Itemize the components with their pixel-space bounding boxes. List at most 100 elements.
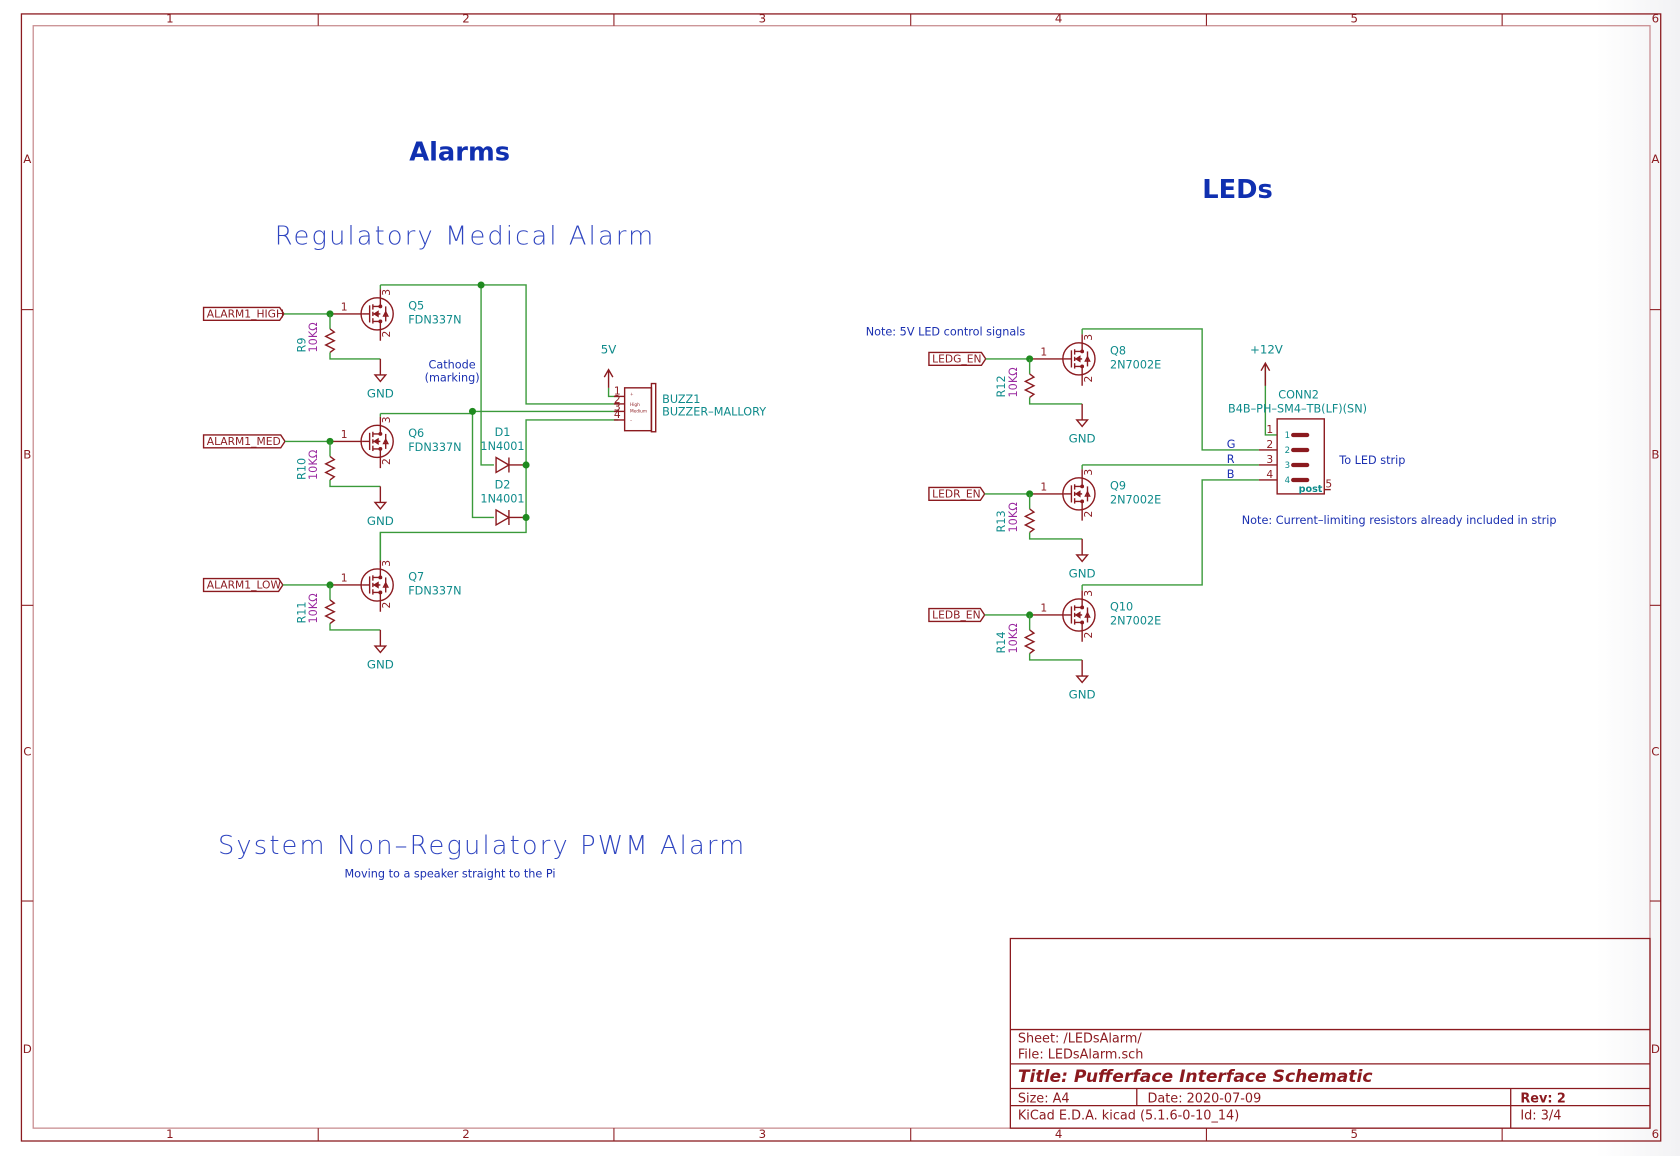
transistor-ref: Q5	[408, 300, 424, 313]
resistor-zigzag	[324, 599, 336, 625]
mosfet-symbol[interactable]	[1062, 590, 1096, 642]
global-label-shape	[928, 351, 987, 367]
buzz-pin-1: 1	[614, 384, 621, 397]
inner-border	[32, 25, 1651, 1129]
conn-inner-pin: 2	[1285, 446, 1290, 456]
global-label[interactable]: ALARM1_LOW	[207, 579, 282, 592]
global-label[interactable]: ALARM1_MED	[207, 435, 281, 448]
d1-ref: D1	[495, 426, 511, 439]
heading-regulatory-alarm: Regulatory Medical Alarm	[275, 221, 656, 251]
buzz-inner-minus: –	[630, 419, 632, 424]
conn-inner-pin: 3	[1285, 461, 1290, 471]
zone-col-top: 4	[1055, 11, 1063, 25]
buzz-pin-2: 2	[614, 393, 621, 406]
buzzer-face	[650, 382, 657, 433]
buzz-pin-4: 4	[614, 408, 621, 421]
wire-12v	[1264, 364, 1278, 436]
title-block-tool: KiCad E.D.A. kicad (5.1.6-0-10_14)	[1018, 1109, 1239, 1124]
zone-row-left: D	[23, 1042, 32, 1056]
mosfet-symbol[interactable]	[360, 289, 394, 341]
title-block-rev: Rev: 2	[1520, 1091, 1566, 1106]
wire-g	[1082, 328, 1259, 451]
pin-number: 3	[1082, 334, 1095, 341]
conn-pin-number: 1	[1266, 423, 1273, 436]
power-arrow-icon	[603, 368, 614, 388]
title-block-sheet: Sheet: /LEDsAlarm/	[1018, 1031, 1143, 1046]
ground-icon	[1075, 554, 1089, 563]
note-current-limiting: Note: Current–limiting resistors already…	[1242, 514, 1557, 527]
alarm-section: D1 1N4001 D2 1N4001 Cathode (marking) 5V…	[202, 281, 766, 672]
conn-value: B4B–PH–SM4–TB(LF)(SN)	[1228, 402, 1367, 415]
pin-number: 3	[380, 289, 393, 296]
global-label[interactable]: LEDR_EN	[932, 488, 981, 501]
title-block: Sheet: /LEDsAlarm/ File: LEDsAlarm.sch T…	[1009, 937, 1651, 1129]
conn-pin-number: 3	[1266, 453, 1273, 466]
pin-number: 3	[1082, 590, 1095, 597]
resistor-ref: R11	[295, 601, 308, 623]
conn-inner-pin: 1	[1285, 431, 1290, 441]
mosfet-symbol[interactable]	[360, 560, 394, 612]
diode-d1[interactable]: D1 1N4001	[480, 426, 525, 474]
ground-icon	[373, 374, 388, 383]
mosfet-symbol[interactable]	[360, 416, 394, 469]
net-g: G	[1227, 438, 1236, 451]
buzzer-buzz1[interactable]: 1 2 3 4 + High Medium – BUZZ1 BUZZER–MAL…	[613, 382, 766, 433]
conn-ref: CONN2	[1278, 389, 1319, 402]
buzz-inner-plus: +	[630, 391, 634, 397]
power-5v[interactable]: 5V	[601, 343, 617, 388]
diode-symbol	[495, 508, 511, 527]
resistor-zigzag	[1023, 508, 1036, 534]
wire-d2-cathode	[471, 411, 494, 519]
transistor-ref: Q6	[408, 427, 424, 440]
buzz-value: BUZZER–MALLORY	[662, 406, 766, 419]
conn-inner-pin: 4	[1285, 476, 1290, 486]
global-label[interactable]: LEDG_EN	[932, 353, 981, 366]
zone-col-top: 6	[1652, 11, 1660, 25]
pin-number: 1	[341, 428, 348, 441]
note-led-signals: Note: 5V LED control signals	[866, 325, 1026, 338]
pin-number: 1	[1040, 602, 1047, 615]
title-block-file: File: LEDsAlarm.sch	[1018, 1048, 1144, 1063]
power-12v[interactable]: +12V	[1250, 343, 1283, 386]
pin-number: 1	[1040, 346, 1047, 359]
mosfet-symbol[interactable]	[1062, 334, 1096, 386]
pin-number: 3	[1082, 469, 1095, 476]
zone-row-left: B	[23, 448, 31, 462]
outer-border	[20, 13, 1662, 1142]
global-label-shape	[928, 486, 986, 502]
global-label-shape	[202, 306, 285, 322]
zone-col-bottom: 3	[759, 1127, 767, 1141]
resistor-value: 10KΩ	[1007, 367, 1020, 398]
wire-d1-cathode	[480, 284, 494, 466]
pin-number: 3	[380, 560, 393, 567]
diode-symbol	[495, 456, 511, 474]
mosfet-symbol[interactable]	[1062, 469, 1096, 521]
ground-label: GND	[1069, 688, 1096, 702]
zone-col-top: 5	[1351, 11, 1359, 25]
zone-col-bottom: 1	[166, 1127, 174, 1141]
zone-col-bottom: 4	[1055, 1127, 1063, 1141]
global-label-shape	[202, 577, 284, 593]
junction	[477, 281, 485, 289]
global-label[interactable]: LEDB_EN	[932, 609, 980, 622]
diode-d2[interactable]: D2 1N4001	[480, 479, 525, 527]
power-12v-label: +12V	[1250, 343, 1283, 357]
buzz-ref: BUZZ1	[662, 393, 700, 406]
note-led-strip: To LED strip	[1338, 454, 1405, 467]
zone-row-right: A	[1651, 152, 1659, 166]
transistor-value: 2N7002E	[1110, 615, 1161, 628]
pin-number: 2	[380, 331, 393, 338]
resistor-ref: R10	[295, 458, 308, 480]
power-arrow-icon	[1260, 361, 1271, 386]
resistor-zigzag	[324, 328, 336, 354]
transistor-ref: Q10	[1110, 601, 1133, 614]
global-label[interactable]: ALARM1_HIGH	[207, 308, 284, 321]
junction	[468, 407, 477, 415]
transistor-value: FDN337N	[408, 314, 461, 327]
